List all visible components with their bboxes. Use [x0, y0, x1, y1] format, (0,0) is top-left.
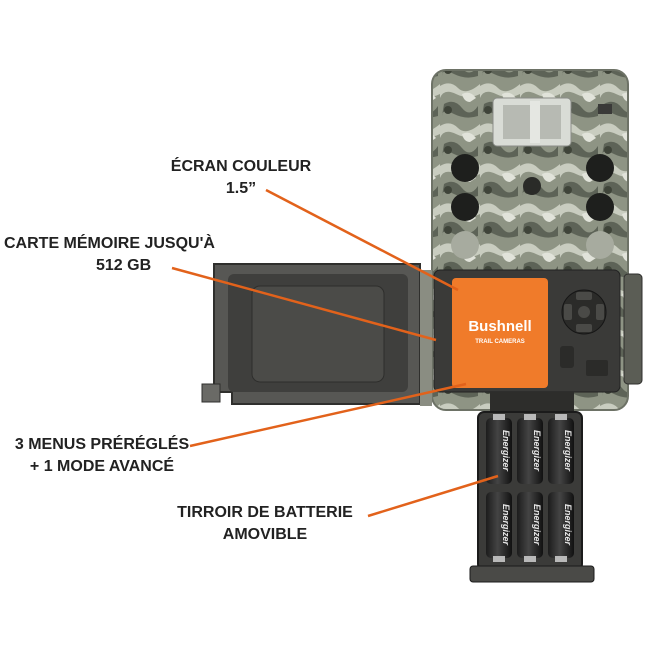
callout-battery: TIRROIR DE BATTERIE AMOVIBLE: [160, 502, 370, 546]
open-door: [201, 263, 432, 406]
callout-line-memory: [171, 266, 437, 342]
battery-label: Energizer: [563, 430, 573, 472]
callout-battery-line1: TIRROIR DE BATTERIE: [177, 504, 353, 521]
callout-memory-line2: 512 GB: [96, 257, 152, 274]
brand-logo: Bushnell: [468, 318, 531, 335]
callout-memory: CARTE MÉMOIRE JUSQU'À 512 GB: [4, 233, 240, 277]
battery-label: Energizer: [501, 504, 511, 546]
battery-label: Energizer: [532, 430, 542, 472]
brand-subtitle: TRAIL CAMERAS: [475, 339, 525, 345]
callout-screen-line2: 1.5”: [225, 180, 257, 197]
callout-screen-line1: ÉCRAN COULEUR: [170, 158, 312, 175]
led-cluster: [451, 154, 614, 221]
callout-line-menus: [189, 382, 467, 448]
callout-menus-line2: + 1 MODE AVANCÉ: [29, 458, 175, 475]
callout-line-screen: [265, 188, 459, 292]
callout-lines: [171, 188, 499, 518]
callout-menus-line1: 3 MENUS PRÉRÉGLÉS: [14, 436, 190, 453]
battery-label: Energizer: [501, 430, 511, 472]
callout-battery-line2: AMOVIBLE: [222, 526, 308, 543]
brand-panel: [452, 278, 548, 388]
batteries: Energizer Energizer Energizer Energizer …: [486, 414, 574, 562]
battery-label: Energizer: [563, 504, 573, 546]
callout-memory-line1: CARTE MÉMOIRE JUSQU'À: [4, 235, 215, 252]
callout-line-battery: [367, 474, 499, 518]
battery-label: Energizer: [532, 504, 542, 546]
callout-menus: 3 MENUS PRÉRÉGLÉS + 1 MODE AVANCÉ: [2, 434, 202, 478]
callout-screen: ÉCRAN COULEUR 1.5”: [146, 156, 336, 200]
battery-tray: Energizer Energizer Energizer Energizer …: [469, 392, 595, 583]
dpad: [561, 289, 607, 335]
control-panel: Bushnell TRAIL CAMERAS: [433, 269, 643, 393]
